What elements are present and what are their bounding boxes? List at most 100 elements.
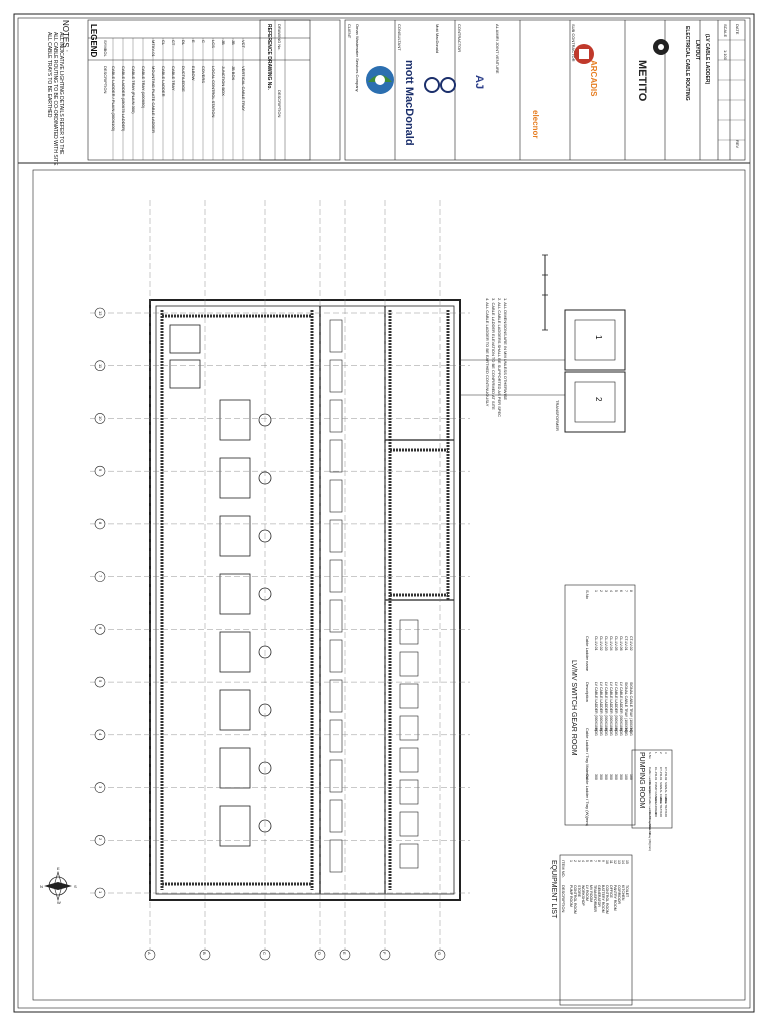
grid-bubble bbox=[94, 413, 106, 424]
north-label-s: S bbox=[74, 884, 77, 889]
pump-unit bbox=[219, 631, 251, 673]
lv-table-cell: HDG bbox=[594, 728, 598, 736]
grid-number-label: 8 bbox=[98, 521, 103, 525]
switchgear-panel bbox=[329, 359, 343, 393]
lv-table-cell: CT-LV-02 bbox=[629, 636, 633, 651]
metito-logo-icon bbox=[653, 39, 669, 55]
lv-table-cell: LV CABLE LADDER (300X100) bbox=[599, 682, 603, 731]
lv-table-cell: 100 bbox=[629, 774, 633, 780]
north-label-n: N bbox=[40, 884, 43, 889]
switchgear-panel bbox=[329, 559, 343, 593]
lv-table-cell: HDG bbox=[604, 728, 608, 736]
grid-bubble bbox=[94, 518, 106, 530]
switchgear-panel bbox=[329, 799, 343, 833]
lv-table-cell: 6 bbox=[619, 590, 623, 592]
grid-bubble bbox=[379, 949, 391, 961]
lv-table-header: Cable Ladder name bbox=[585, 636, 590, 672]
pump-table-title: PUMPING ROOM bbox=[638, 752, 645, 809]
pump-table-cell: 100 bbox=[659, 812, 663, 818]
lv-table-cell: LV CABLE LADDER (300X100) bbox=[604, 682, 608, 731]
lv-table-cell: 3 bbox=[604, 590, 608, 592]
grid-bubble bbox=[339, 949, 351, 961]
lv-table-header: Cable Ladder / Tray (W)(mm) bbox=[585, 774, 590, 827]
pump-table-cell: CT-PR-02 bbox=[664, 767, 668, 781]
lv-table-cell: 300 bbox=[609, 774, 613, 780]
lv-table-header: Cable Ladder / Tray Material bbox=[585, 728, 590, 779]
pump-unit bbox=[219, 515, 251, 557]
grid-number-label: 2 bbox=[98, 838, 103, 841]
lv-table-cell: HDG bbox=[619, 728, 623, 736]
transformer-2-label: 2 bbox=[594, 397, 603, 402]
lv-table-header: S.No bbox=[585, 590, 590, 599]
switchgear-panel bbox=[329, 759, 343, 793]
transformer-caption: TRANSFORMER bbox=[555, 400, 560, 431]
transformer-1-label: 1 bbox=[594, 335, 603, 340]
pump-table-header: S.No bbox=[648, 752, 652, 759]
switchgear-panel bbox=[329, 679, 343, 713]
switchgear-panel bbox=[329, 639, 343, 673]
lv-panel bbox=[399, 619, 419, 645]
legend-grid bbox=[87, 19, 746, 161]
grid-number-label: 5 bbox=[98, 680, 103, 683]
pump-unit bbox=[219, 747, 251, 789]
lv-table-cell: LV CABLE LADDER (300X100) bbox=[619, 682, 623, 731]
lv-panel bbox=[399, 811, 419, 837]
grid-bubble bbox=[259, 949, 271, 961]
switchgear-panel bbox=[329, 719, 343, 753]
lv-table-cell: 7 bbox=[624, 590, 628, 592]
lv-table-cell: 100 bbox=[624, 774, 628, 780]
north-label-e: E bbox=[57, 866, 60, 871]
plan-note-1: 1. ALL DIMENSIONS ARE IN MM UNLESS OTHER… bbox=[503, 298, 508, 401]
grid-bubble bbox=[94, 465, 106, 477]
lv-table-cell: 300 bbox=[599, 774, 603, 780]
lv-table-cell: CT-LV-01 bbox=[624, 636, 628, 651]
pump-table-cell: 300 bbox=[654, 812, 658, 818]
grid-number-label: 1 bbox=[98, 891, 103, 894]
grid-letter-label: A bbox=[147, 952, 152, 955]
grid-bubble bbox=[94, 571, 106, 582]
pump-table-cell: HDG bbox=[659, 797, 663, 804]
grid-bubble bbox=[94, 887, 106, 899]
switchgear-panel bbox=[329, 319, 343, 353]
client-logo-icon bbox=[366, 66, 394, 94]
grid-letter-label: D bbox=[317, 952, 322, 955]
lv-table-cell: CL-LV-06 bbox=[619, 636, 623, 651]
grid-letter-label: B bbox=[202, 952, 207, 955]
grid-bubble bbox=[94, 676, 106, 688]
grid-number-label: 4 bbox=[98, 732, 103, 736]
switchgear-panel bbox=[329, 439, 343, 473]
pump-table-cell: 2 bbox=[659, 752, 663, 754]
plan-note-3: 3. CABLE LADDER ELEVATION TO BE CONFIRME… bbox=[491, 298, 496, 410]
switchgear-panel bbox=[329, 839, 343, 873]
lv-table-cell: 8 bbox=[629, 590, 633, 592]
equipment-description: TOILET bbox=[625, 885, 629, 898]
grid-letter-label: E bbox=[342, 952, 347, 955]
equipment-list-title: EQUIPMENT LIST bbox=[550, 860, 557, 919]
switchgear-panel bbox=[329, 599, 343, 633]
lv-table-cell: SIGNAL CABLE TRAY (100X50) bbox=[629, 682, 633, 733]
north-label-w: W bbox=[57, 900, 61, 905]
lv-table-cell: CL-LV-05 bbox=[614, 636, 618, 651]
grid-bubble bbox=[94, 729, 106, 741]
pump-table-cell: 100 bbox=[664, 812, 668, 818]
pump-table-cell: CT-PR-01 bbox=[659, 767, 663, 781]
lv-panel bbox=[399, 779, 419, 805]
lv-table-cell: 300 bbox=[604, 774, 608, 780]
lv-table-cell: CL-LV-02 bbox=[599, 636, 603, 651]
grid-number-label: 7 bbox=[98, 574, 103, 577]
lv-table-cell: CL-LV-01 bbox=[594, 636, 598, 651]
lv-panel bbox=[399, 683, 419, 709]
lv-table-cell: HDG bbox=[599, 728, 603, 736]
pump-table-cell: 3 bbox=[664, 752, 668, 754]
arcadis-logo-icon bbox=[574, 44, 594, 64]
grid-letter-label: F bbox=[382, 952, 387, 955]
lv-table-cell: LV CABLE LADDER (300X100) bbox=[594, 682, 598, 731]
grid-bubble bbox=[94, 782, 106, 793]
grid-number-label: 9 bbox=[98, 469, 103, 472]
pump-table-cell: HDG bbox=[664, 797, 668, 804]
lv-table-cell: HDG bbox=[624, 728, 628, 736]
lv-table-cell: HDG bbox=[629, 728, 633, 736]
lv-table-cell: LV CABLE LADDER (300X100) bbox=[614, 682, 618, 731]
pump-table-cell: CL-PR-01 bbox=[654, 767, 658, 781]
